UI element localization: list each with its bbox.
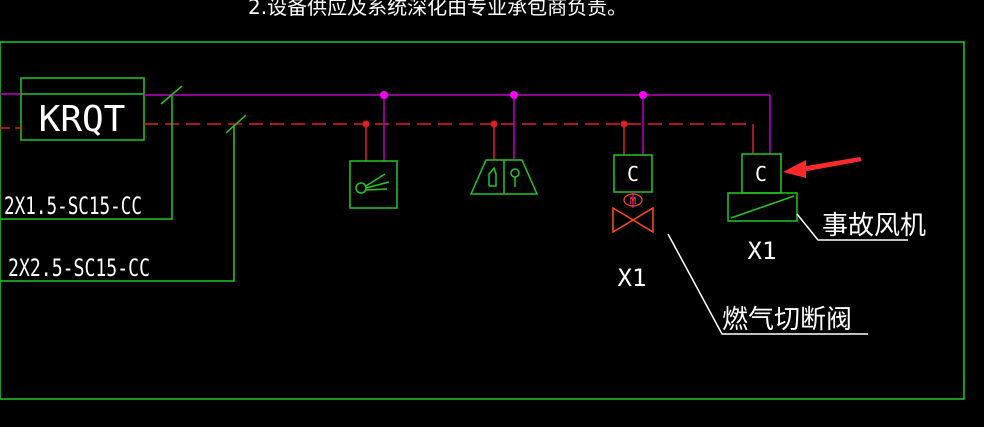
gas-shutoff-valve-symbol: M xyxy=(612,192,654,234)
cable-leader-lower xyxy=(0,125,235,282)
junction-dot xyxy=(490,120,498,128)
drawing-frame xyxy=(0,41,965,400)
gas-shutoff-valve-label: 燃气切断阀 xyxy=(722,305,852,335)
junction-dot xyxy=(620,120,628,128)
valve-motor-letter: M xyxy=(630,196,636,207)
valve-module-letter: C xyxy=(627,162,639,186)
fan-control-module: C xyxy=(741,95,782,194)
header-note: 2.设备供应及系统深化由专业承包商负责。 xyxy=(248,0,627,19)
highlight-arrow-icon xyxy=(783,157,862,178)
alarm-device xyxy=(469,95,539,195)
controller-label: KRQT xyxy=(39,99,126,140)
cable-label-lower: 2X2.5-SC15-CC xyxy=(8,254,150,282)
gas-detector-1 xyxy=(349,95,398,209)
valve-quantity: X1 xyxy=(618,264,647,292)
junction-dots xyxy=(362,91,647,128)
valve-control-module: C xyxy=(613,95,653,193)
junction-dot xyxy=(362,120,370,128)
fan-label-leader xyxy=(796,213,908,241)
cable-leader-upper xyxy=(0,96,173,220)
emergency-fan-symbol xyxy=(727,192,798,222)
cable-tick-upper xyxy=(160,85,183,105)
junction-dot xyxy=(380,91,388,99)
cable-label-upper: 2X1.5-SC15-CC xyxy=(4,192,142,220)
emergency-fan-label: 事故风机 xyxy=(822,211,926,241)
junction-dot xyxy=(510,91,518,99)
cable-tick-lower xyxy=(225,114,247,134)
junction-dot xyxy=(639,91,647,99)
valve-label-leader xyxy=(667,233,868,335)
fan-module-letter: C xyxy=(755,162,767,186)
controller-box: KRQT xyxy=(20,77,145,141)
fan-quantity: X1 xyxy=(748,237,777,265)
